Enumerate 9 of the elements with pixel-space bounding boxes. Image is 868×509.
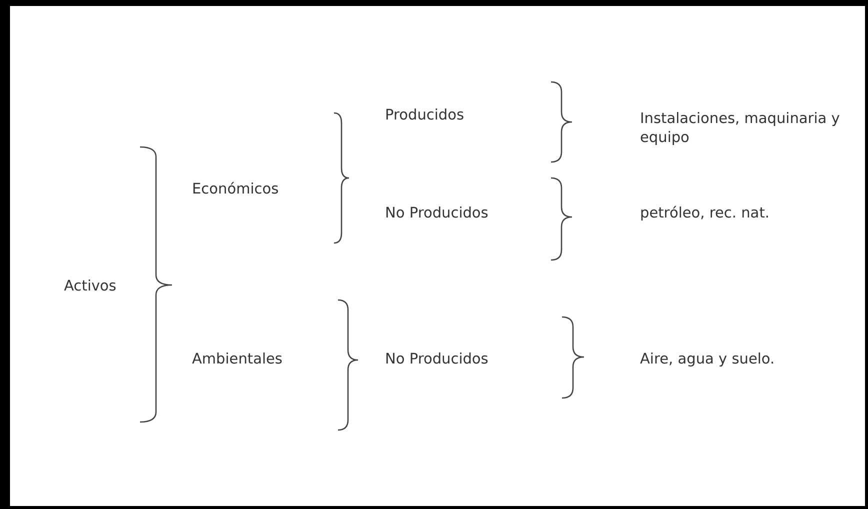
term-label: Activos bbox=[64, 278, 144, 296]
term-label: Económicos bbox=[192, 180, 312, 200]
term-label: Ambientales bbox=[192, 350, 312, 370]
term-label: No Producidos bbox=[385, 204, 525, 224]
term-label: Aire, agua y suelo. bbox=[640, 350, 840, 370]
term-label: Producidos bbox=[385, 106, 525, 126]
term-label: Instalaciones, maquinaria y equipo bbox=[640, 110, 840, 148]
term-label: No Producidos bbox=[385, 350, 525, 370]
term-label: petróleo, rec. nat. bbox=[640, 204, 840, 224]
